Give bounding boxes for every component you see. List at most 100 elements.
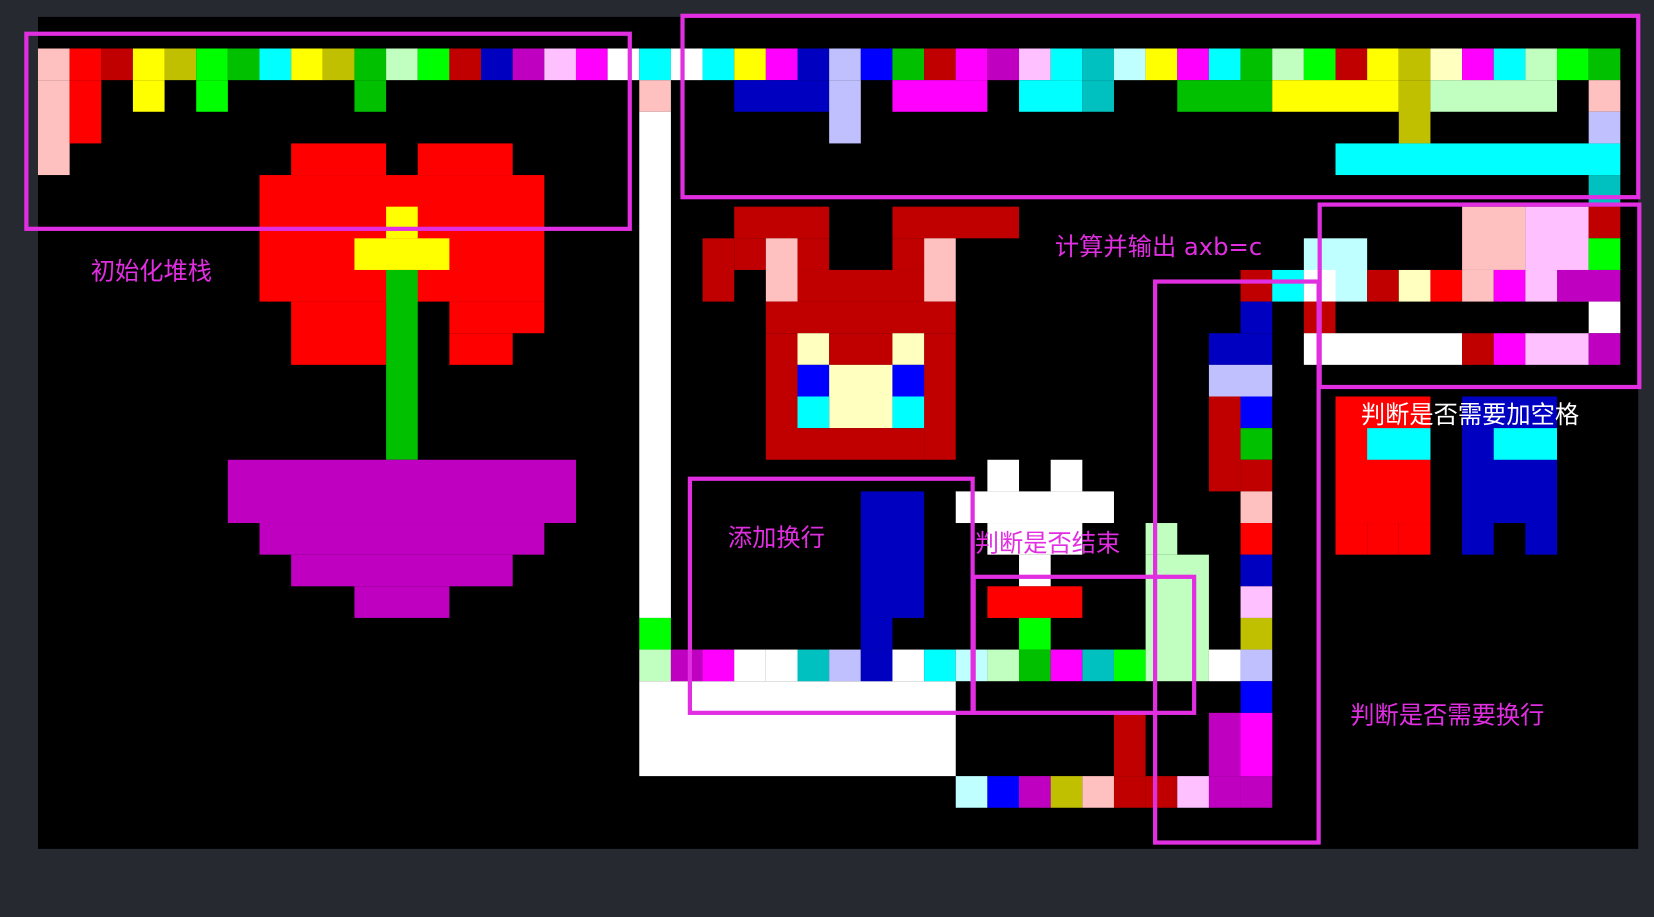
pixel-codel: [1493, 48, 1526, 81]
pixel-codel: [987, 48, 1020, 81]
pixel-codel: [1019, 617, 1051, 650]
pixel-codel: [987, 586, 1083, 618]
pixel-codel: [797, 396, 830, 429]
pixel-codel: [386, 206, 418, 239]
pixel-codel: [449, 333, 513, 365]
pixel-codel: [1588, 301, 1621, 334]
pixel-codel: [1240, 523, 1273, 555]
pixel-codel: [1177, 48, 1209, 81]
pixel-codel: [1335, 143, 1621, 176]
pixel-codel: [1208, 48, 1241, 81]
pixel-codel: [1303, 333, 1463, 365]
pixel-codel: [1588, 333, 1621, 365]
pixel-codel: [1272, 48, 1304, 81]
pixel-codel: [1208, 649, 1241, 682]
pixel-codel: [1082, 80, 1114, 112]
pixel-codel: [386, 269, 418, 460]
pixel-codel: [765, 301, 956, 334]
pixel-codel: [924, 48, 956, 81]
newline-zone: [687, 476, 975, 715]
pixel-codel: [797, 48, 830, 81]
pixel-codel: [1367, 48, 1399, 81]
pixel-codel: [1367, 428, 1431, 460]
pixel-codel: [1525, 333, 1589, 365]
pixel-codel: [1493, 269, 1526, 302]
pixel-codel: [1335, 396, 1431, 524]
pixel-codel: [322, 48, 355, 81]
pixel-codel: [1240, 491, 1273, 524]
pixel-codel: [1430, 48, 1463, 81]
pixel-codel: [386, 48, 418, 81]
pixel-codel: [37, 48, 70, 81]
pixel-codel: [1525, 48, 1558, 81]
pixel-codel: [1240, 649, 1273, 682]
pixel-codel: [797, 428, 925, 460]
pixel-codel: [829, 364, 893, 429]
pixel-codel: [1240, 712, 1273, 777]
pixel-codel: [1240, 269, 1273, 302]
pixel-codel: [291, 301, 387, 365]
pixel-codel: [417, 48, 450, 81]
pixel-codel: [1430, 269, 1463, 302]
pixel-codel: [1019, 48, 1051, 81]
pixel-codel: [1240, 776, 1273, 808]
pixel-codel: [734, 238, 766, 270]
pixel-codel: [69, 80, 102, 144]
pixel-codel: [734, 80, 830, 112]
pixel-codel: [1398, 48, 1431, 81]
pixel-codel: [1557, 48, 1589, 81]
pixel-codel: [1557, 269, 1621, 302]
pixel-codel: [1208, 396, 1241, 492]
pixel-codel: [924, 333, 956, 460]
pixel-codel: [607, 48, 640, 81]
pixel-codel: [892, 333, 925, 365]
pixel-codel: [1240, 681, 1273, 713]
pixel-codel: [639, 649, 671, 682]
pixel-codel: [892, 238, 925, 270]
pixel-codel: [924, 238, 956, 302]
pixel-codel: [1177, 776, 1209, 808]
pixel-codel: [797, 333, 830, 365]
pixel-codel: [734, 206, 830, 239]
pixel-codel: [1367, 269, 1399, 302]
pixel-codel: [1113, 776, 1146, 808]
pixel-codel: [449, 301, 545, 334]
pixel-codel: [987, 776, 1020, 808]
pixel-codel: [449, 48, 482, 81]
pixel-codel: [1050, 48, 1083, 81]
pixel-codel: [1462, 206, 1526, 270]
pixel-codel: [797, 269, 925, 302]
pixel-codel: [829, 333, 893, 365]
pixel-codel: [1177, 80, 1273, 112]
pixel-codel: [544, 48, 576, 81]
pixel-codel: [1145, 776, 1178, 808]
pixel-codel: [1588, 238, 1621, 270]
pixel-codel: [1367, 523, 1399, 555]
pixel-codel: [765, 649, 798, 682]
pixel-codel: [1019, 649, 1051, 682]
pixel-codel: [1050, 649, 1083, 682]
pixel-codel: [1588, 111, 1621, 144]
pixel-codel: [955, 48, 988, 81]
pixel-codel: [196, 48, 228, 81]
pixel-codel: [797, 364, 830, 397]
pixel-codel: [227, 459, 576, 524]
pixel-codel: [37, 80, 70, 176]
pixel-codel: [1082, 776, 1114, 808]
pixel-codel: [291, 143, 387, 176]
pixel-codel: [639, 48, 671, 81]
pixel-codel: [1240, 554, 1273, 587]
need-newline-label: 判断是否需要换行: [1350, 702, 1545, 730]
pixel-codel: [702, 238, 735, 302]
pixel-codel: [1430, 80, 1558, 112]
need-space-label: 判断是否需要加空格: [1361, 401, 1579, 431]
pixel-codel: [481, 48, 513, 81]
pixel-codel: [101, 48, 133, 81]
pixel-codel: [765, 48, 798, 81]
pixel-codel: [1208, 333, 1273, 365]
pixel-codel: [354, 80, 387, 112]
pixel-codel: [1493, 333, 1526, 365]
pixel-codel: [892, 396, 925, 429]
pixel-codel: [639, 111, 671, 618]
pixel-codel: [924, 649, 956, 682]
